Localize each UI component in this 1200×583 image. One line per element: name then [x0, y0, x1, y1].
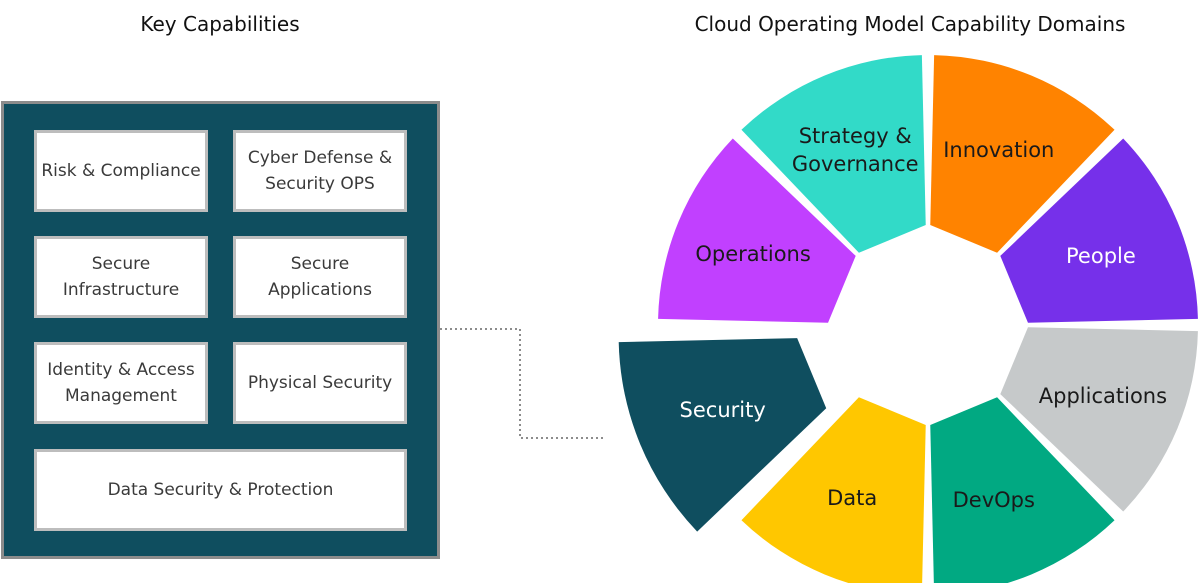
domain-label-operations: Operations — [695, 242, 810, 266]
domain-segment-applications[interactable] — [1000, 327, 1198, 512]
domain-segment-security[interactable] — [618, 338, 827, 532]
domain-label-strategy-and-governance: Strategy &Governance — [792, 124, 919, 176]
key-capabilities-panel: Risk & Compliance Cyber Defense & Securi… — [1, 101, 440, 559]
domain-segment-people[interactable] — [1000, 138, 1198, 323]
domain-label-devops: DevOps — [953, 488, 1035, 512]
domain-label-security: Security — [680, 398, 766, 422]
capability-secure-applications[interactable]: Secure Applications — [233, 236, 407, 318]
domain-segment-operations[interactable] — [658, 138, 856, 323]
capability-domains-heading: Cloud Operating Model Capability Domains — [694, 12, 1126, 36]
domain-label-people: People — [1066, 244, 1136, 268]
capability-physical-security[interactable]: Physical Security — [233, 342, 407, 424]
domain-segment-strategy-and-governance[interactable] — [741, 55, 926, 253]
capability-identity-access[interactable]: Identity & Access Management — [34, 342, 208, 424]
domain-segment-devops[interactable] — [930, 397, 1115, 583]
capability-data-security[interactable]: Data Security & Protection — [34, 449, 407, 531]
capability-risk-compliance[interactable]: Risk & Compliance — [34, 130, 208, 212]
domain-label-applications: Applications — [1039, 384, 1167, 408]
domain-segment-data[interactable] — [741, 397, 926, 583]
capability-cyber-defense[interactable]: Cyber Defense & Security OPS — [233, 130, 407, 212]
capability-secure-infrastructure[interactable]: Secure Infrastructure — [34, 236, 208, 318]
domain-label-data: Data — [827, 486, 877, 510]
domain-label-innovation: Innovation — [943, 138, 1054, 162]
key-capabilities-heading: Key Capabilities — [140, 12, 300, 36]
domain-segment-innovation[interactable] — [930, 55, 1115, 253]
